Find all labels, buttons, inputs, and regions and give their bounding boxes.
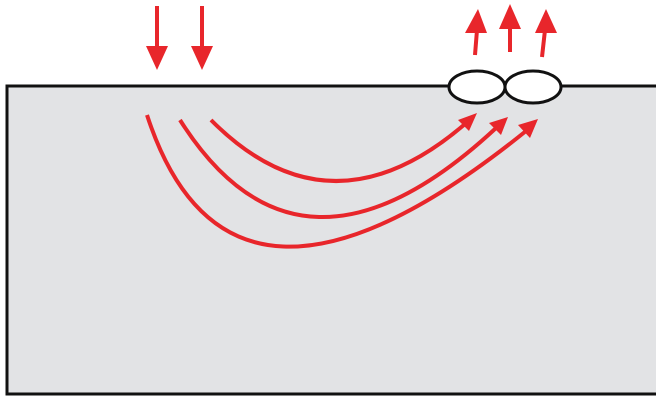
surface-defects xyxy=(447,69,563,105)
ellipse-defect-icon xyxy=(447,69,507,105)
outgoing-arrows xyxy=(465,4,557,58)
arrow-up-icon xyxy=(465,9,487,56)
curved-arrow-icon xyxy=(145,114,538,249)
ellipse-defect-icon xyxy=(503,69,563,105)
curved-arrow-icon xyxy=(178,117,508,219)
incoming-arrows xyxy=(146,6,213,70)
arrow-down-icon xyxy=(191,6,213,70)
arrow-up-icon xyxy=(535,9,557,58)
arrow-down-icon xyxy=(146,6,168,70)
curved-arrow-icon xyxy=(209,113,477,183)
flow-arcs xyxy=(145,113,538,249)
arrow-up-icon xyxy=(499,4,521,52)
